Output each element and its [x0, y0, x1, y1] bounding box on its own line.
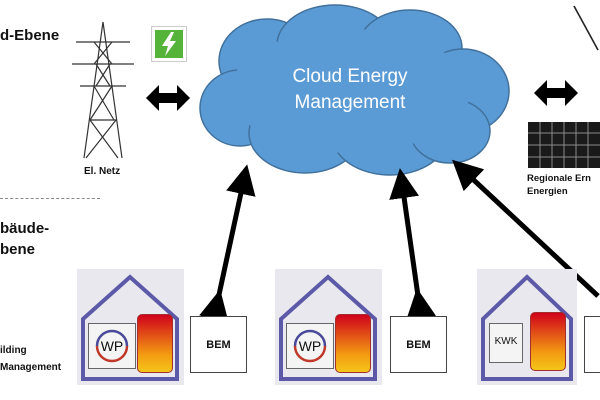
bms-label-line2: Management — [0, 362, 62, 373]
bem-box-1: BEM — [190, 316, 247, 373]
wp-badge-1: WP — [88, 323, 136, 369]
heat-pump-cycle-icon — [293, 329, 327, 363]
wp-badge-2-label: WP — [298, 338, 322, 354]
storage-tank-2 — [335, 314, 371, 373]
storage-tank-3 — [530, 312, 566, 371]
level-divider — [0, 198, 100, 199]
bem-box-2: BEM — [390, 316, 447, 373]
house-2-icon — [279, 274, 377, 381]
green-energy-icon — [151, 26, 187, 62]
grid-cloud-double-arrow — [146, 85, 190, 111]
grid-label: El. Netz — [84, 166, 121, 177]
solar-panel-icon — [528, 122, 600, 168]
wp-badge-1-label: WP — [100, 338, 124, 354]
wp-badge-2: WP — [286, 323, 334, 369]
building-level-label-line1: bäude- — [0, 220, 50, 237]
cloud-shape — [199, 4, 510, 176]
kwk-badge-label: KWK — [494, 336, 518, 347]
kwk-badge: KWK — [489, 323, 523, 363]
wind-turbine-icon — [573, 5, 599, 51]
bem1-cloud-arrow — [199, 164, 256, 322]
bem2-cloud-arrow — [389, 168, 436, 320]
grid-level-label: d-Ebene — [0, 27, 60, 44]
house-3-icon — [481, 274, 573, 381]
cloud-title-line1: Cloud Energy — [292, 66, 408, 87]
house-1-icon — [81, 274, 179, 381]
bem-box-3-partial — [584, 316, 600, 373]
heat-pump-cycle-icon — [95, 329, 129, 363]
bms-label-line1: ilding — [0, 345, 27, 356]
renewables-label-line1: Regionale Ern — [527, 173, 591, 184]
renewables-label-line2: Energien — [527, 186, 568, 197]
storage-tank-1 — [137, 314, 173, 373]
cloud-title-line2: Management — [294, 92, 406, 113]
building-level-label-line2: bene — [0, 241, 36, 258]
power-pylon-icon — [72, 21, 134, 159]
cloud-renewables-double-arrow — [534, 80, 578, 106]
